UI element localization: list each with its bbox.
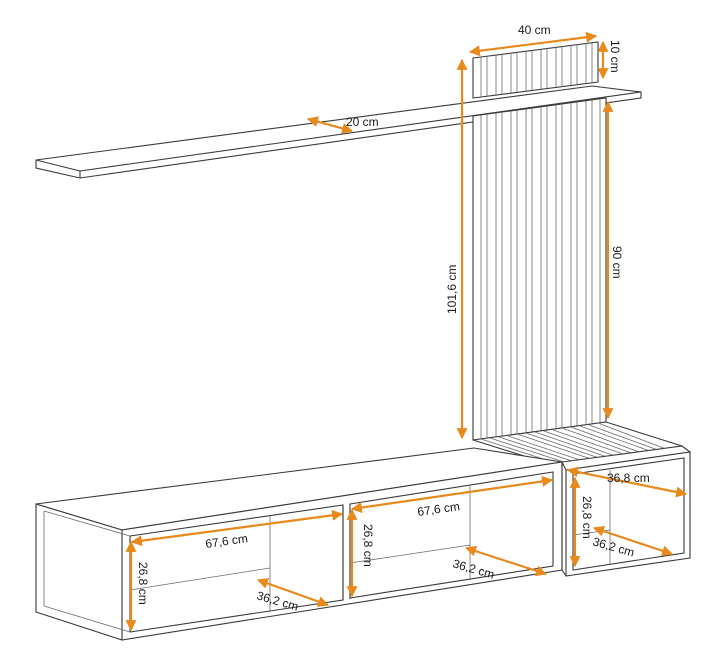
dim-line-inner-depth-right <box>592 525 674 557</box>
label-total-height: 101,6 cm <box>445 265 459 314</box>
lower-slats <box>480 99 601 439</box>
label-slat-width: 40 cm <box>518 23 551 37</box>
label-shelf-depth: 20 cm <box>346 115 379 129</box>
dim-line-inner-width-mid <box>350 475 554 514</box>
label-cabinet-depth-right: 36,8 cm <box>607 471 650 485</box>
label-cabinet-height-mid: 26,8 cm <box>361 524 375 567</box>
dim-line-slat-width <box>468 31 598 57</box>
long-cabinet <box>35 447 563 641</box>
dim-line-inner-width-left <box>130 509 344 547</box>
dim-line-shelf-depth <box>306 116 354 134</box>
label-cabinet-height-right: 26,8 cm <box>580 496 594 539</box>
label-inner-width-left: 67,6 cm <box>204 531 248 551</box>
dim-line-inner-depth-mid <box>464 545 548 577</box>
label-inner-width-mid: 67,6 cm <box>416 499 460 519</box>
label-slat-thickness: 10 cm <box>608 40 622 73</box>
dim-line-cabinet-depth-right <box>566 466 688 498</box>
dimension-lines <box>125 31 688 632</box>
label-cabinet-height-left: 26,8 cm <box>136 562 150 605</box>
dim-line-inner-depth-left <box>256 578 330 607</box>
label-slat-height: 90 cm <box>610 246 624 279</box>
